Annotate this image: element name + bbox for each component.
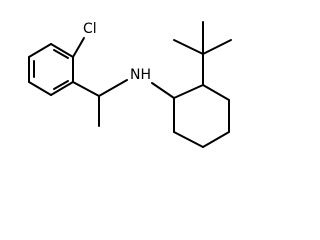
cyclohexane-bond-4: [202, 131, 230, 148]
ring-bond-4: [28, 81, 52, 96]
amine-atom-label: NH: [130, 67, 151, 83]
ring-bond-6: [28, 43, 52, 58]
chlorine-atom-label: Cl: [83, 21, 97, 37]
ring-double-bond-1: [53, 49, 69, 59]
cyclohexane-bond-5: [173, 131, 204, 148]
cyclohexane-bond-2: [202, 84, 230, 101]
ring-bond-3: [50, 81, 74, 96]
nitrogen-cyclohexyl-bond: [151, 82, 175, 99]
chemical-structure: Cl NH: [28, 21, 232, 148]
tert-butyl-group: [173, 21, 232, 86]
chloro-bond: [72, 37, 85, 58]
ring-double-bond-2: [53, 80, 69, 90]
aryl-ch-bond: [72, 81, 100, 97]
tert-butyl-left-methyl-bond: [173, 39, 204, 55]
cyclohexane-bond-1: [173, 84, 204, 99]
tert-butyl-right-methyl-bond: [202, 39, 232, 55]
ch-nitrogen-bond: [98, 79, 128, 97]
ring-bond-1: [50, 43, 74, 58]
chlorophenyl-ring: [28, 43, 74, 96]
cyclohexane-ring: [173, 84, 230, 148]
